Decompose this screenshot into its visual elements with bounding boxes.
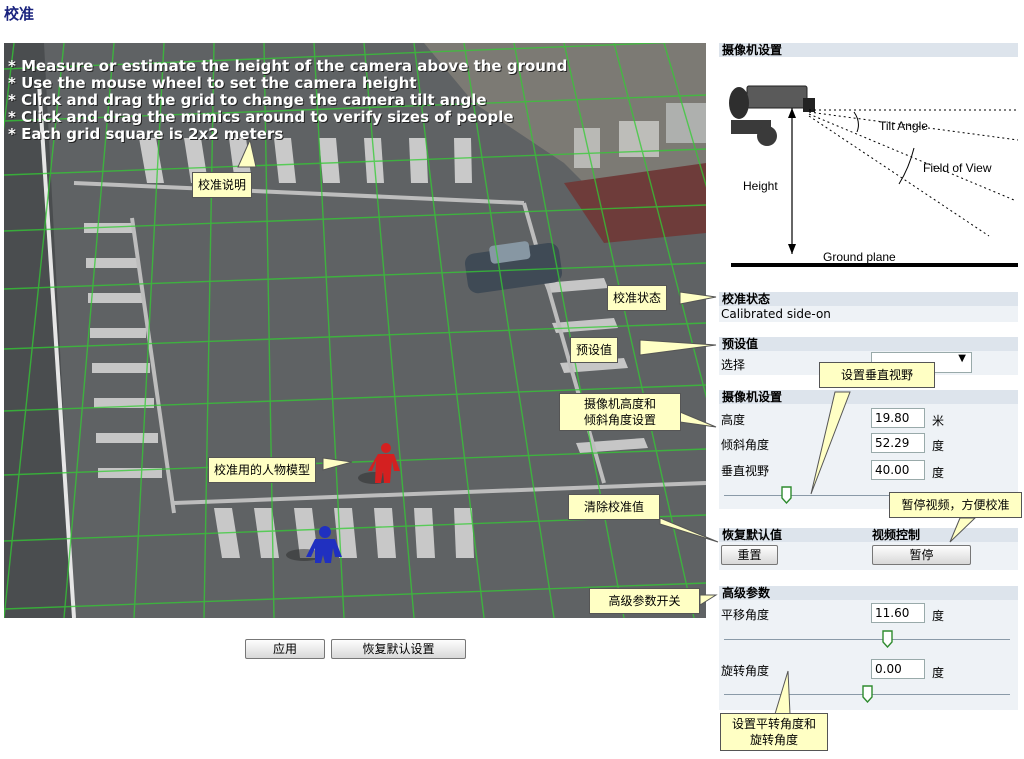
car [464, 241, 563, 294]
diagram-tilt-label: Tilt Angle [879, 119, 928, 133]
callout-line: 设置平转角度和 [731, 717, 816, 731]
instructions-overlay: * Measure or estimate the height of the … [8, 58, 567, 143]
preset-label: 选择 [721, 358, 746, 372]
blue-mimic[interactable] [286, 526, 342, 563]
instruction-line: * Click and drag the grid to change the … [8, 91, 487, 109]
pan-input[interactable] [871, 603, 925, 623]
instruction-line: * Measure or estimate the height of the … [8, 57, 568, 75]
advanced-header[interactable]: 高级参数 [719, 586, 1018, 600]
pan-unit: 度 [932, 609, 945, 623]
height-label: 高度 [721, 413, 746, 427]
instruction-line: * Each grid square is 2x2 meters [8, 125, 284, 143]
camera-params-header: 摄像机设置 [719, 390, 1018, 404]
instruction-line: * Use the mouse wheel to set the camera … [8, 74, 417, 92]
callout-mimics: 校准用的人物模型 [208, 457, 317, 483]
tilt-input[interactable] [871, 433, 925, 453]
video-scene [4, 43, 706, 618]
callout-advanced-toggle: 高级参数开关 [589, 588, 700, 614]
diagram-fov-label: Field of View [923, 161, 992, 175]
video-control-header: 视频控制 [869, 528, 1018, 542]
vfov-slider-thumb[interactable] [781, 486, 793, 504]
status-header: 校准状态 [719, 292, 1018, 306]
vfov-label: 垂直视野 [721, 464, 770, 478]
vfov-slider[interactable] [724, 495, 1010, 496]
roll-input[interactable] [871, 659, 925, 679]
callout-instructions: 校准说明 [192, 172, 253, 198]
camera-setup-header: 摄像机设置 [719, 43, 1018, 57]
status-text: Calibrated side-on [721, 307, 831, 321]
vfov-input[interactable] [871, 460, 925, 480]
preset-header: 预设值 [719, 337, 1018, 351]
height-unit: 米 [932, 414, 945, 428]
apply-button[interactable]: 应用 [245, 639, 325, 659]
pause-button[interactable]: 暂停 [872, 545, 971, 565]
chevron-down-icon: ▼ [958, 353, 966, 364]
camera-icon [729, 85, 815, 146]
pan-slider[interactable] [724, 639, 1010, 640]
calibration-grid[interactable] [4, 43, 706, 618]
callout-status: 校准状态 [607, 285, 668, 311]
callout-line: 倾斜角度设置 [583, 413, 656, 427]
diagram-height-label: Height [743, 179, 778, 193]
pan-slider-thumb[interactable] [881, 630, 893, 648]
camera-diagram: Tilt Angle Field of View Height Ground p… [719, 58, 1019, 272]
roll-unit: 度 [932, 666, 945, 680]
roll-label: 旋转角度 [721, 664, 770, 678]
roll-slider-thumb[interactable] [861, 685, 873, 703]
pan-label: 平移角度 [721, 608, 770, 622]
callout-pan-roll: 设置平转角度和 旋转角度 [720, 713, 828, 751]
height-input[interactable] [871, 408, 925, 428]
tilt-label: 倾斜角度 [721, 438, 770, 452]
camera-video-view[interactable]: * Measure or estimate the height of the … [4, 43, 706, 618]
reset-header: 恢复默认值 [719, 528, 869, 542]
callout-camera-height-tilt: 摄像机高度和 倾斜角度设置 [559, 393, 681, 431]
restore-defaults-button[interactable]: 恢复默认设置 [331, 639, 466, 659]
tilt-unit: 度 [932, 439, 945, 453]
callout-line: 摄像机高度和 [583, 397, 656, 411]
callout-clear: 清除校准值 [568, 494, 660, 520]
callout-line: 旋转角度 [749, 733, 798, 747]
callout-pause-video: 暂停视频，方便校准 [889, 492, 1022, 518]
diagram-ground-label: Ground plane [823, 250, 896, 264]
callout-preset: 预设值 [570, 337, 619, 363]
callout-set-vfov: 设置垂直视野 [819, 362, 935, 388]
vfov-unit: 度 [932, 466, 945, 480]
red-mimic[interactable] [358, 443, 400, 484]
instruction-line: * Click and drag the mimics around to ve… [8, 108, 514, 126]
page-title: 校准 [4, 5, 35, 23]
reset-button[interactable]: 重置 [721, 545, 778, 565]
